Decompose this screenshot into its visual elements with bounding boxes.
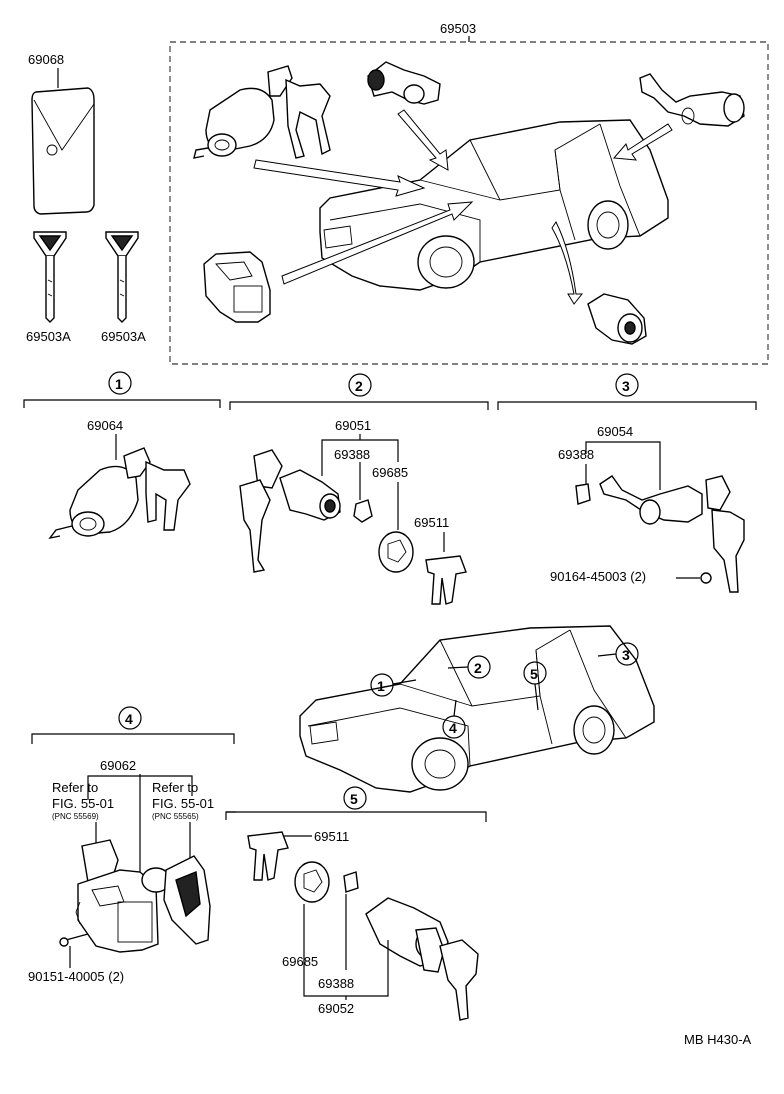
label-pad-b: 69685 (282, 954, 318, 969)
screw-c-icon (59, 933, 89, 947)
retainer-c-icon (343, 871, 359, 893)
callout-3-car: 3 (597, 642, 639, 666)
svg-text:2: 2 (355, 378, 363, 394)
key-plate-icon (31, 87, 95, 215)
label-ignition-cyl: 69064 (87, 418, 123, 433)
svg-text:5: 5 (530, 666, 538, 682)
label-clip-b: 69511 (314, 829, 349, 844)
label-screw-b: 90164-45003 (2) (550, 569, 646, 584)
retainer-b-icon (575, 483, 591, 505)
label-door-lock-cyl: 69051 (335, 418, 371, 433)
pad-a-icon (378, 531, 414, 573)
label-rear-lock-cyl: 69054 (597, 424, 633, 439)
svg-text:3: 3 (622, 378, 630, 394)
callout-4: 4 (118, 706, 142, 730)
callout-2: 2 (348, 373, 372, 397)
label-clip-a: 69511 (414, 515, 449, 530)
callout-2-car: 2 (447, 655, 491, 679)
label-refer-right-2: FIG. 55-01 (152, 796, 214, 811)
callout-1-car: 1 (370, 673, 417, 697)
callout-5-car: 5 (523, 661, 547, 711)
pad-b-icon (294, 861, 330, 903)
label-refer-left-1: Refer to (52, 780, 98, 795)
ignition-lock-top-icon (193, 65, 331, 159)
svg-text:2: 2 (474, 660, 482, 676)
door-lock-cylinder-b-icon (365, 897, 479, 1021)
trunk-lock-assembly-icon (75, 839, 211, 953)
label-door-lock-cyl-b: 69052 (318, 1001, 354, 1016)
callout-5: 5 (343, 786, 367, 810)
label-pad-a: 69685 (372, 465, 408, 480)
diagram-code: MB H430-A (684, 1032, 752, 1047)
label-refer-left-3: (PNC 55569) (52, 812, 99, 821)
callout-4-car: 4 (442, 699, 466, 739)
screw-b-icon (676, 572, 712, 584)
rear-lock-cylinder-icon (599, 475, 745, 593)
key-icon-right (105, 231, 139, 323)
clip-a-icon (425, 555, 467, 605)
label-trunk-lock: 69062 (100, 758, 136, 773)
svg-text:1: 1 (115, 376, 123, 392)
label-refer-right-1: Refer to (152, 780, 198, 795)
label-refer-right-3: (PNC 55565) (152, 812, 199, 821)
svg-text:1: 1 (377, 678, 385, 694)
label-refer-left-2: FIG. 55-01 (52, 796, 114, 811)
assembly-box (169, 36, 769, 365)
label-key-right: 69503A (101, 329, 146, 344)
door-lock-cylinder-icon (239, 449, 341, 573)
svg-text:3: 3 (622, 647, 630, 663)
svg-text:5: 5 (350, 791, 358, 807)
rear-lock-top-icon (639, 73, 745, 127)
label-key-plate: 69068 (28, 52, 64, 67)
clip-b-icon (247, 831, 289, 881)
svg-text:4: 4 (125, 711, 133, 727)
label-assembly: 69503 (440, 21, 476, 36)
car-illustration-middle (299, 625, 655, 793)
door-lock-top-icon (367, 61, 441, 105)
retainer-a-icon (353, 499, 373, 523)
ignition-cylinder-icon (48, 447, 191, 540)
arrows-top (253, 109, 673, 305)
label-retainer-b: 69388 (558, 447, 594, 462)
door-lock-bottom-top-icon (587, 293, 647, 345)
callout-3: 3 (615, 373, 639, 397)
label-key-left: 69503A (26, 329, 71, 344)
key-icon-left (33, 231, 67, 323)
label-screw-c: 90151-40005 (2) (28, 969, 124, 984)
trunk-lock-top-icon (203, 251, 271, 323)
label-retainer-c: 69388 (318, 976, 354, 991)
callout-1: 1 (108, 371, 132, 395)
car-illustration-top (319, 119, 669, 291)
label-retainer-a: 69388 (334, 447, 370, 462)
svg-text:4: 4 (449, 720, 457, 736)
